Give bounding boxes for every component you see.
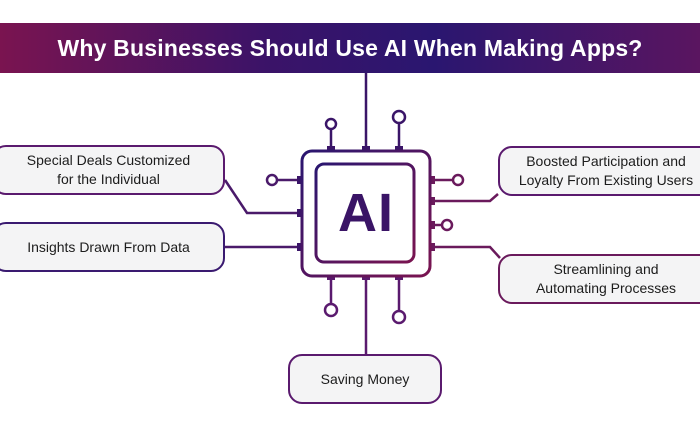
bottom-pins	[323, 276, 407, 354]
benefit-saving-money: Saving Money	[288, 354, 442, 404]
title-banner: Why Businesses Should Use AI When Making…	[0, 23, 700, 73]
benefit-line: Boosted Participation and	[526, 153, 686, 169]
page-title: Why Businesses Should Use AI When Making…	[57, 34, 643, 61]
benefit-line: for the Individual	[57, 171, 160, 187]
left-pins	[223, 173, 302, 249]
benefit-line: Special Deals Customized	[26, 152, 191, 168]
chip-inner	[314, 162, 416, 264]
right-pins	[430, 173, 501, 259]
benefit-line: Streamlining and	[553, 261, 659, 277]
benefit-data-insights: Insights Drawn From Data	[0, 222, 225, 272]
benefit-line: Saving Money	[320, 370, 410, 387]
chip-label: AI	[338, 183, 394, 243]
benefit-line: Automating Processes	[535, 280, 677, 296]
top-pins	[324, 73, 407, 150]
benefit-line: Insights Drawn From Data	[27, 238, 190, 255]
benefit-line: Loyalty From Existing Users	[518, 172, 694, 188]
benefit-automation: Streamlining and Automating Processes	[498, 254, 700, 304]
benefit-participation-loyalty: Boosted Participation and Loyalty From E…	[498, 146, 700, 196]
benefit-custom-deals: Special Deals Customized for the Individ…	[0, 145, 225, 195]
